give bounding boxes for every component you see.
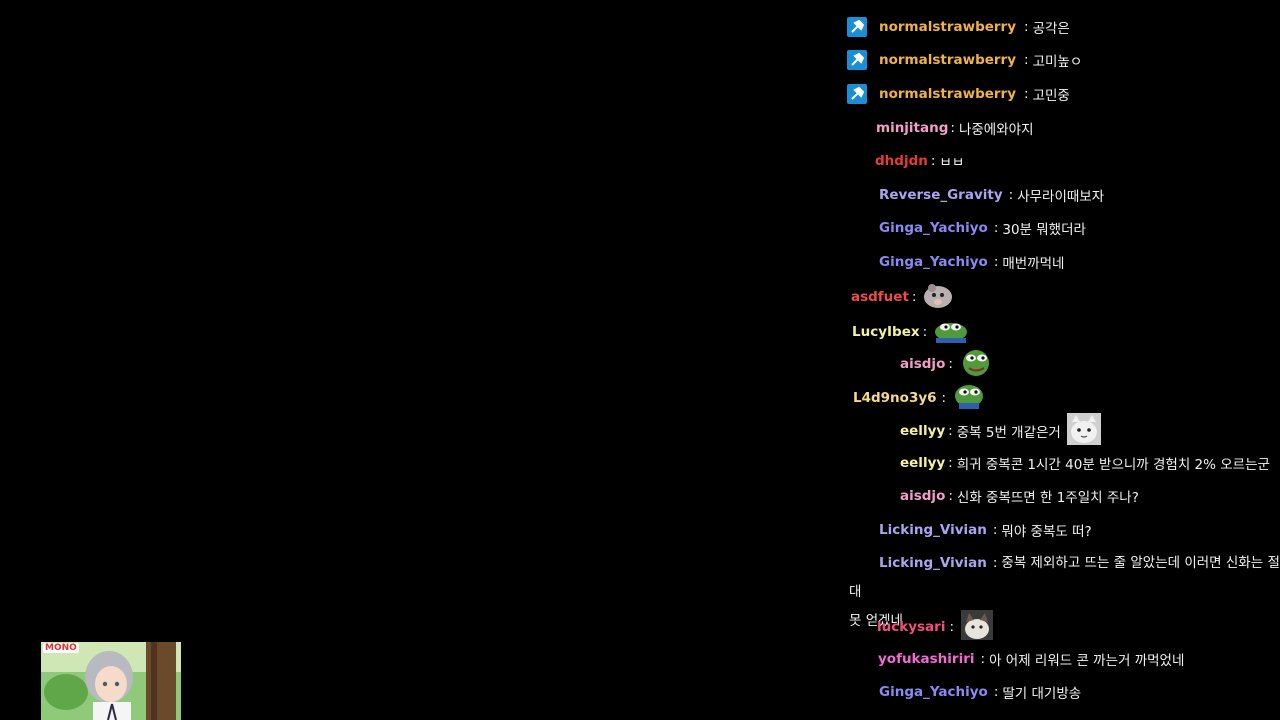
chat-message: Reverse_Gravity : 사무라이때보자 xyxy=(879,185,1280,205)
chat-username[interactable]: Licking_Vivian xyxy=(879,522,987,538)
chat-text: 나중에와야지 xyxy=(958,122,1034,138)
chat-separator: : xyxy=(948,455,953,471)
chat-message: dhdjdn : ㅂㅂ xyxy=(875,151,1280,171)
chat-message: eellyy : 희귀 중복콘 1시간 40분 받으니까 경험치 2% 오르는군 xyxy=(900,453,1280,473)
chat-username[interactable]: minjitang xyxy=(876,120,949,136)
chat-message: aisdjo : xyxy=(900,347,1280,381)
chat-message: asdfuet : xyxy=(851,281,1280,313)
chat-text-continuation: 못 얻겠네 xyxy=(849,613,903,629)
chat-separator: : xyxy=(950,120,955,136)
chat-username[interactable]: Reverse_Gravity xyxy=(879,187,1003,203)
cat-emote xyxy=(1066,413,1101,449)
chat-separator: : xyxy=(1024,86,1029,102)
chat-message: LucyIbex : xyxy=(852,316,1280,348)
chat-message: minjitang : 나중에와야지 xyxy=(876,118,1280,138)
stream-thumbnail: MONO xyxy=(41,642,181,720)
chat-message: normalstrawberry : 고민중 xyxy=(847,84,1280,104)
pepe-face-emote xyxy=(960,346,992,382)
chat-text: 중복 제외하고 뜨는 줄 알았는데 이러면 신화는 절대 xyxy=(849,555,1280,600)
chat-text: 매번까먹네 xyxy=(1002,256,1065,272)
chat-text: ㅂㅂ xyxy=(939,155,965,171)
chat-username[interactable]: luckysari xyxy=(877,619,946,635)
chat-separator: : xyxy=(930,153,936,169)
chat-username[interactable]: L4d9no3y6 xyxy=(853,390,937,406)
chat-message: Ginga_Yachiyo : 딸기 대기방송 xyxy=(879,682,1280,702)
chat-text: 뭐야 중복도 떠? xyxy=(1001,524,1092,540)
chat-separator: : xyxy=(993,254,999,270)
chat-separator: : xyxy=(1008,187,1014,203)
chat-separator: : xyxy=(1024,19,1029,35)
chat-separator: : xyxy=(980,651,986,667)
pepe-emote xyxy=(934,316,968,348)
chat-username[interactable]: normalstrawberry xyxy=(879,86,1017,102)
chat-text: 희귀 중복콘 1시간 40분 받으니까 경험치 2% 오르는군 xyxy=(956,457,1270,473)
chat-username[interactable]: aisdjo xyxy=(900,488,946,504)
chat-message: L4d9no3y6 : xyxy=(853,382,1280,414)
channel-logo: MONO xyxy=(43,643,79,653)
chat-message: normalstrawberry : 고미높ㅇ xyxy=(847,50,1280,70)
chat-text: 30분 뭐했더라 xyxy=(1002,222,1086,238)
chat-username[interactable]: eellyy xyxy=(900,423,946,439)
chat-separator: : xyxy=(948,488,953,504)
chat-separator: : xyxy=(1024,52,1029,68)
chat-text: 사무라이때보자 xyxy=(1017,189,1105,205)
chat-username[interactable]: Ginga_Yachiyo xyxy=(879,220,988,236)
chat-separator: : xyxy=(992,522,998,538)
chat-separator: : xyxy=(948,423,953,439)
hammer-icon xyxy=(847,50,867,70)
chat-text: 고미높ㅇ xyxy=(1032,54,1083,70)
chat-username[interactable]: normalstrawberry xyxy=(879,52,1017,68)
chat-text: 중복 5번 개같은거 xyxy=(956,425,1061,441)
chat-message: eellyy : 중복 5번 개같은거 xyxy=(900,413,1280,449)
chat-separator: : xyxy=(922,324,928,340)
chat-message: yofukashiriri : 아 어제 리워드 콘 까는거 까먹었네 xyxy=(878,649,1280,669)
hammer-icon xyxy=(847,84,867,104)
chat-text: 딸기 대기방송 xyxy=(1002,686,1082,702)
hammer-icon xyxy=(847,17,867,37)
chat-username[interactable]: Ginga_Yachiyo xyxy=(879,684,988,700)
chat-text: 공각은 xyxy=(1032,21,1070,37)
chat-message: luckysari : xyxy=(877,610,1280,644)
chat-message: normalstrawberry : 공각은 xyxy=(847,17,1280,37)
chat-message: aisdjo : 신화 중복뜨면 한 1주일치 주나? xyxy=(900,486,1280,506)
chat-message: Licking_Vivian:중복 제외하고 뜨는 줄 알았는데 이러면 신화는… xyxy=(849,549,1280,636)
chat-separator: : xyxy=(941,390,947,406)
cat-photo-emote xyxy=(961,610,994,644)
chat-separator: : xyxy=(992,555,998,571)
chat-username[interactable]: eellyy xyxy=(900,455,946,471)
chat-separator: : xyxy=(949,619,955,635)
chat-username[interactable]: aisdjo xyxy=(900,356,946,372)
chat-username[interactable]: Ginga_Yachiyo xyxy=(879,254,988,270)
chat-separator: : xyxy=(993,220,999,236)
chat-username[interactable]: dhdjdn xyxy=(875,153,928,169)
chat-message: Ginga_Yachiyo : 30분 뭐했더라 xyxy=(879,218,1280,238)
chat-separator: : xyxy=(948,356,953,372)
pepe-think-emote xyxy=(953,381,985,415)
chat-text: 신화 중복뜨면 한 1주일치 주나? xyxy=(956,490,1139,506)
chat-username[interactable]: yofukashiriri xyxy=(878,651,975,667)
chat-username[interactable]: LucyIbex xyxy=(852,324,920,340)
chat-username[interactable]: normalstrawberry xyxy=(879,19,1017,35)
chat-text: 고민중 xyxy=(1032,88,1070,104)
chat-message: Ginga_Yachiyo : 매번까먹네 xyxy=(879,252,1280,272)
anime-character-image xyxy=(41,642,181,720)
chat-overlay: normalstrawberry : 공각은 normalstrawberry … xyxy=(847,0,1280,720)
chat-separator: : xyxy=(911,289,917,305)
chat-username[interactable]: asdfuet xyxy=(851,289,909,305)
chat-message: Licking_Vivian : 뭐야 중복도 떠? xyxy=(879,520,1280,540)
chat-text: 아 어제 리워드 콘 까는거 까먹었네 xyxy=(989,653,1185,669)
hamster-emote xyxy=(922,279,954,315)
chat-separator: : xyxy=(993,684,999,700)
chat-username[interactable]: Licking_Vivian xyxy=(879,555,987,571)
